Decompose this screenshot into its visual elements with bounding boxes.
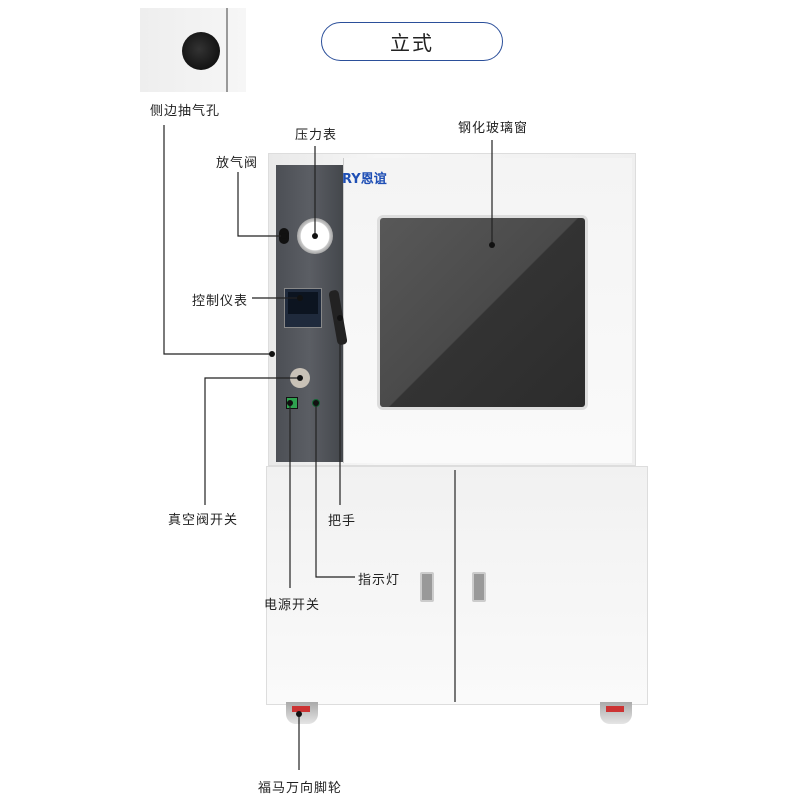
label-vacuum-valve-switch: 真空阀开关 (168, 513, 239, 528)
controller-display (284, 288, 322, 328)
cabinet-door-split (454, 470, 456, 702)
cabinet-handle-right (472, 572, 486, 602)
label-indicator-light: 指示灯 (358, 573, 401, 588)
side-port-hole (182, 32, 220, 70)
label-power-switch: 电源开关 (264, 598, 321, 613)
label-glass-window: 钢化玻璃窗 (458, 121, 529, 136)
label-casters: 福马万向脚轮 (258, 781, 343, 796)
base-cabinet (266, 466, 648, 705)
caster-left (286, 702, 318, 724)
label-vent-valve: 放气阀 (216, 156, 259, 171)
label-side-port: 侧边抽气孔 (150, 104, 221, 119)
model-type-badge: 立式 (321, 22, 503, 61)
brand-logo: RY恩谊 (342, 172, 387, 187)
side-port-photo (140, 8, 246, 92)
label-controller: 控制仪表 (192, 294, 249, 309)
label-pressure-gauge: 压力表 (295, 128, 338, 143)
caster-right (600, 702, 632, 724)
label-handle: 把手 (328, 514, 357, 529)
glass-window (377, 215, 588, 410)
cabinet-handle-left (420, 572, 434, 602)
